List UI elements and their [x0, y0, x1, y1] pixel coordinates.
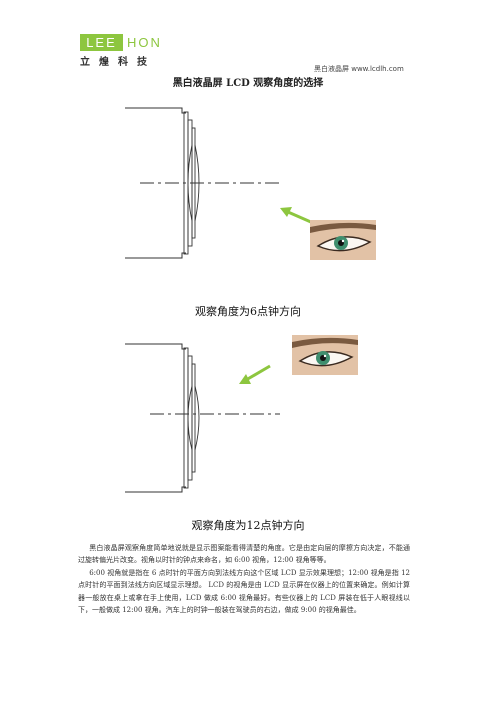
- paragraph: 黑白液晶屏观察角度简单地说就是显示图案能看得清楚的角度。它是由定向层的摩擦方向决…: [78, 544, 410, 565]
- logo-chinese-name: 立煌科技: [80, 57, 156, 68]
- lcd-diagram-six-oclock: [125, 107, 321, 259]
- eye-image-twelve-oclock: [292, 335, 358, 375]
- caption-twelve-oclock: 观察角度为12点钟方向: [191, 519, 305, 532]
- paragraph: 6:00 视角就是指在 6 点时针的平面方向到法线方向这个区域 LCD 显示效果…: [78, 568, 410, 615]
- body-text: 黑白液晶屏观察角度简单地说就是显示图案能看得清楚的角度。它是由定向层的摩擦方向决…: [78, 542, 410, 616]
- header-site-text: 黑白液晶屏 www.lcdlh.com: [314, 65, 404, 73]
- logo-latin-left: LEE: [80, 34, 123, 51]
- logo-latin-right: HON: [127, 35, 162, 50]
- caption-six-oclock: 观察角度为6点钟方向: [195, 305, 301, 318]
- document-title: 黑白液晶屏 LCD 观察角度的选择: [172, 78, 324, 89]
- lcd-diagram-twelve-oclock: [125, 343, 280, 493]
- company-logo: LEE HON 立煌科技: [80, 34, 190, 68]
- eye-image-six-oclock: [310, 220, 376, 260]
